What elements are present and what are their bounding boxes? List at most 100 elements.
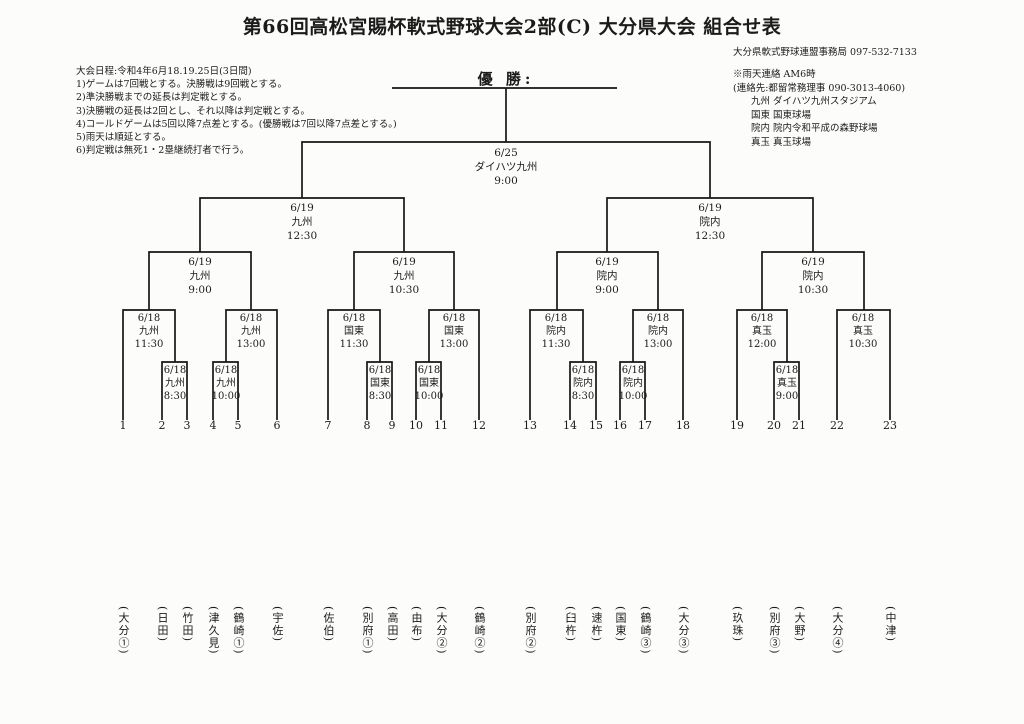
bracket-line-semifinal <box>199 197 405 252</box>
round1-match-label: 6/18 院内 8:30 <box>572 364 594 403</box>
bracket-line-round2 <box>736 309 788 420</box>
round1-match-label: 6/18 九州 10:00 <box>212 364 241 403</box>
team-name: (玖珠) <box>731 606 745 643</box>
match-time: 8:30 <box>571 391 595 402</box>
match-time: 13:00 <box>236 339 266 350</box>
match-venue: 院内 <box>545 326 566 337</box>
match-venue: 院内 <box>573 378 593 389</box>
team-name: (大分①) <box>117 606 131 656</box>
match-date: 6/19 <box>188 256 212 268</box>
seed-number: 13 <box>523 419 537 432</box>
final-match-label: 6/25 ダイハツ九州 9:00 <box>475 146 538 188</box>
seed-number: 4 <box>209 419 217 432</box>
team-name: (宇佐) <box>271 606 285 643</box>
quarterfinal-match-label: 6/19 九州 9:00 <box>188 255 212 297</box>
seed-number: 3 <box>183 419 191 432</box>
rule-line: 6)判定戦は無死1・2塁継続打者で行う。 <box>76 145 250 157</box>
page-title: 第66回高松宮賜杯軟式野球大会2部(C) 大分県大会 組合せ表 <box>242 16 782 38</box>
bracket-line-round1 <box>161 361 188 420</box>
team-name: (津久見) <box>207 606 221 656</box>
team-name: (鶴崎①) <box>232 606 246 656</box>
match-venue: 院内 <box>699 216 721 228</box>
team-name: (大分③) <box>677 606 691 656</box>
bracket-line-round1 <box>773 361 800 420</box>
seed-number: 2 <box>158 419 166 432</box>
match-time: 9:00 <box>494 175 518 187</box>
bracket-line-round1 <box>415 361 442 420</box>
match-date: 6/18 <box>544 313 568 324</box>
rule-line: 1)ゲームは7回戦とする。決勝戦は9回戦とする。 <box>76 79 287 91</box>
match-venue: 真玉 <box>751 326 772 337</box>
match-venue: 国東 <box>443 326 464 337</box>
match-time: 11:30 <box>134 339 164 350</box>
match-date: 6/18 <box>571 365 595 376</box>
match-venue: 国東 <box>370 378 390 389</box>
seed-number: 23 <box>883 419 897 432</box>
match-time: 8:30 <box>163 391 187 402</box>
match-date: 6/18 <box>775 365 799 376</box>
round1-match-label: 6/18 国東 10:00 <box>415 364 444 403</box>
match-time: 12:30 <box>286 230 318 242</box>
bracket-line-round2 <box>122 309 176 420</box>
seed-number: 1 <box>119 419 127 432</box>
seed-number: 22 <box>830 419 844 432</box>
bracket-line-round1 <box>366 361 393 420</box>
match-time: 12:00 <box>747 339 777 350</box>
match-date: 6/18 <box>137 313 161 324</box>
team-name: (大野) <box>793 606 807 643</box>
match-venue: 九州 <box>240 326 261 337</box>
bracket-line-champion <box>392 87 617 142</box>
seed-number: 7 <box>324 419 332 432</box>
match-venue: 九州 <box>138 326 159 337</box>
match-venue: 国東 <box>418 378 439 389</box>
match-date: 6/25 <box>494 147 518 159</box>
match-date: 6/19 <box>698 202 722 214</box>
match-time: 13:00 <box>439 339 469 350</box>
bracket-line-round1 <box>212 361 239 420</box>
match-venue: 真玉 <box>777 378 797 389</box>
match-venue: 九州 <box>189 270 211 282</box>
bracket-line-round1 <box>569 361 597 420</box>
team-name: (鶴崎③) <box>639 606 653 656</box>
team-name: (佐伯) <box>322 606 336 643</box>
seed-number: 10 <box>409 419 423 432</box>
team-name: (中津) <box>884 606 898 643</box>
match-time: 10:00 <box>211 391 241 402</box>
match-time: 10:30 <box>848 339 878 350</box>
match-time: 10:00 <box>618 391 648 402</box>
bracket-line-quarterfinal <box>761 251 865 310</box>
bracket-line-round2 <box>428 309 480 420</box>
round2-match-label: 6/18 国東 11:30 <box>340 312 369 351</box>
bracket-line-round2 <box>327 309 381 420</box>
round2-match-label: 6/18 九州 13:00 <box>237 312 266 351</box>
bracket-line-round1 <box>619 361 646 420</box>
round1-match-label: 6/18 院内 10:00 <box>619 364 648 403</box>
venue-line: 院内 院内令和平成の森野球場 <box>751 123 878 135</box>
rain-contact-line: ※雨天連絡 AM6時 <box>733 69 816 80</box>
seed-number: 18 <box>676 419 690 432</box>
seed-number: 9 <box>388 419 396 432</box>
rain-phone-line: (連絡先:都留常務理事 090-3013-4060) <box>733 82 906 94</box>
team-name: (高田) <box>386 606 400 643</box>
match-date: 6/18 <box>442 313 466 324</box>
champion-label: 優 勝: <box>477 70 535 88</box>
round2-match-label: 6/18 真玉 12:00 <box>748 312 777 351</box>
match-date: 6/18 <box>621 365 645 376</box>
round2-match-label: 6/18 院内 11:30 <box>542 312 571 351</box>
match-venue: ダイハツ九州 <box>474 161 538 173</box>
quarterfinal-match-label: 6/19 九州 10:30 <box>389 255 419 297</box>
match-date: 6/18 <box>368 365 392 376</box>
seed-number: 8 <box>363 419 371 432</box>
bracket-line-semifinal <box>606 197 814 252</box>
match-date: 6/19 <box>595 256 619 268</box>
match-time: 10:30 <box>797 284 829 296</box>
team-name: (速杵) <box>590 606 604 643</box>
team-name: (別府③) <box>768 606 782 656</box>
team-name: (日田) <box>156 606 170 643</box>
team-name: (別府②) <box>524 606 538 656</box>
rule-line: 4)コールドゲームは5回以降7点差とする。(優勝戦は7回以降7点差とする。) <box>76 118 397 130</box>
bracket-line-round2 <box>836 309 891 420</box>
match-venue: 院内 <box>622 378 643 389</box>
round2-match-label: 6/18 国東 13:00 <box>440 312 469 351</box>
match-date: 6/18 <box>342 313 366 324</box>
